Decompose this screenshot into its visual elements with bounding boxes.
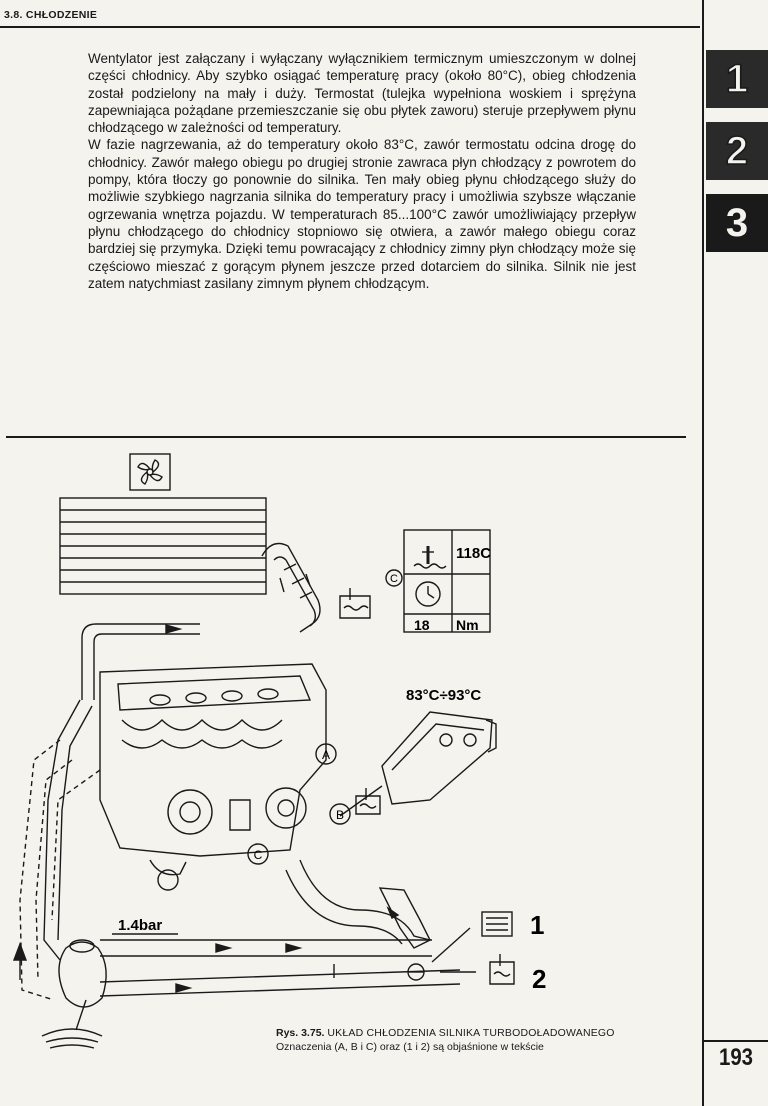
figure-caption: Rys. 3.75. UKŁAD CHŁODZENIA SILNIKA TURB… [276,1026,696,1054]
paragraph-warmup: W fazie nagrzewania, aż do temperatury o… [88,137,636,291]
radiator [59,497,267,595]
marker-c-top-label: C [390,573,398,585]
spec-torque-value: 18 [414,617,430,633]
item-1-icon [431,911,513,963]
chapter-tab-3-label: 3 [725,200,749,245]
caption-number: Rys. 3.75. [276,1027,325,1039]
marker-a-circle [315,743,337,765]
chapter-tab-1[interactable]: 1 [706,50,768,108]
lower-pipe [99,939,461,997]
item-2-icon [440,954,515,985]
spec-temperature: 118C [456,545,491,562]
item-2-label: 2 [532,964,546,994]
fan-icon [129,453,171,491]
marker-c-circle [247,843,269,865]
right-margin-rule [702,0,704,1106]
section-divider [6,436,686,438]
cooling-system-diagram: C A B C 118C 18 Nm 83°C÷93°C 1.4bar 1 2 [12,453,546,1049]
marker-a-label: A [322,748,330,762]
return-hose-top [81,623,200,700]
page-number-rule [702,1040,768,1042]
chapter-tab-2[interactable]: 2 [706,122,768,180]
caption-title: UKŁAD CHŁODZENIA SILNIKA TURBODOŁADOWANE… [327,1027,615,1039]
expansion-tank [41,939,107,1049]
chapter-tab-2-label: 2 [725,128,749,174]
section-header: 3.8. CHŁODZENIE [0,0,700,28]
pressure-label: 1.4bar [118,917,162,934]
spec-box [403,529,491,633]
heater-circuit [19,739,101,1001]
caption-subtitle: Oznaczenia (A, B i C) oraz (1 i 2) są ob… [276,1041,544,1053]
coolant-bottle-icon [339,588,371,619]
item-1-label: 1 [530,910,544,940]
marker-c-label: C [254,848,263,862]
thermostat-range-label: 83°C÷93°C [406,687,481,704]
spec-torque-unit: Nm [456,617,479,633]
marker-c-top [385,569,403,587]
marker-b-label: B [336,808,344,822]
upper-hose [261,542,321,633]
engine-block [99,663,327,891]
chapter-tab-1-label: 1 [725,56,749,102]
paragraph-fan: Wentylator jest załączany i wyłączany wy… [88,51,636,136]
body-text: Wentylator jest załączany i wyłączany wy… [88,50,636,292]
marker-b-circle [329,803,351,825]
section-title: 3.8. CHŁODZENIE [4,9,98,21]
page-number: 193 [718,1044,754,1071]
chapter-tab-3[interactable]: 3 [706,194,768,252]
thermostat-housing [381,711,497,805]
sensor-b-icon [355,788,381,815]
